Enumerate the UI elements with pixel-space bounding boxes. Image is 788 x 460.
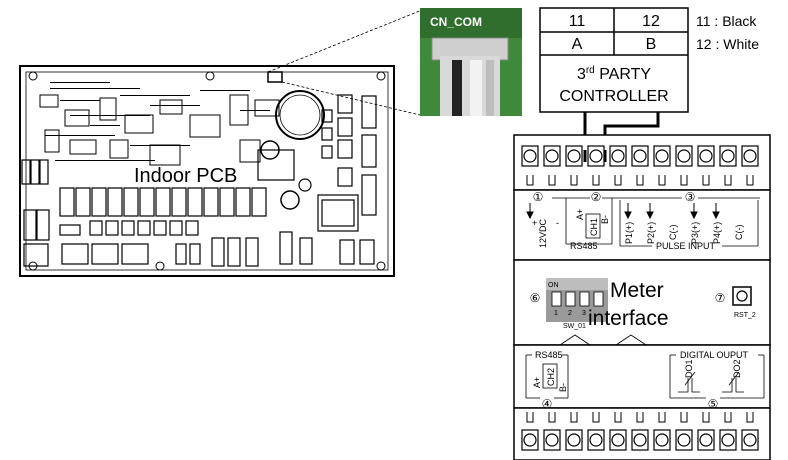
indoor-pcb: Indoor PCB [19, 65, 395, 277]
label-plus: + [532, 218, 537, 228]
label-a-plus-1: A+ [575, 209, 585, 220]
label-c2: C(-) [734, 225, 744, 241]
label-c1: C(-) [668, 225, 678, 241]
wire-terminations [583, 150, 607, 162]
marker-2: ② [591, 190, 602, 204]
label-a-plus-2: A+ [532, 377, 542, 388]
label-digital-output: DIGITAL OUPUT [680, 350, 749, 360]
label-ch1: CH1 [589, 218, 599, 236]
terminal-table: 11 12 A B 3rd PARTY CONTROLLER [539, 7, 689, 113]
reset-button [732, 286, 752, 306]
dip-switch: ON 1 2 3 SW_01 [546, 278, 608, 330]
table-cell-a: A [572, 36, 583, 53]
callout-lines [267, 9, 423, 116]
label-minus: - [556, 218, 559, 228]
dip-on-label: ON [548, 282, 559, 289]
label-rs485-top: RS485 [570, 241, 598, 251]
table-cell-11: 11 [569, 13, 586, 30]
label-p4: P4(+) [712, 222, 722, 244]
label-pulse-input: PULSE INPUT [656, 241, 716, 251]
label-p3: P3(+) [690, 222, 700, 244]
marker-6: ⑥ [530, 291, 541, 305]
label-do2: DO2 [732, 359, 742, 378]
pcb-label: Indoor PCB [134, 165, 237, 187]
controller-label-line2: CONTROLLER [559, 88, 668, 105]
top-terminal-screws [521, 145, 759, 167]
meter-label-line2: interface [588, 307, 669, 330]
label-rs485-bottom: RS485 [535, 350, 563, 360]
bottom-terminal-screws [521, 429, 759, 451]
dip-num-2: 2 [568, 310, 572, 317]
table-cell-12: 12 [642, 13, 660, 30]
marker-7: ⑦ [715, 291, 726, 305]
marker-1: ① [533, 190, 544, 204]
label-p2: P2(+) [646, 222, 656, 244]
marker-4: ④ [542, 397, 553, 411]
legend-line-2: 12 : White [696, 36, 759, 52]
label-do1: DO1 [684, 359, 694, 378]
reset-label: RST_2 [734, 312, 756, 319]
table-cell-b: B [646, 36, 657, 53]
meter-label-line1: Meter [610, 279, 664, 302]
wire-legend: 11 : Black 12 : White [696, 13, 759, 52]
dip-num-1: 1 [554, 310, 558, 317]
dip-num-3: 3 [582, 310, 586, 317]
label-ch2: CH2 [546, 368, 556, 386]
legend-line-1: 11 : Black [696, 13, 757, 29]
label-p1: P1(+) [624, 222, 634, 244]
connector-photo: CN_COM [420, 8, 522, 116]
meter-interface: ① ② ③ + - 12VDC A+ CH1 B- RS485 P1(+) P2… [513, 134, 771, 460]
label-12vdc: 12VDC [538, 218, 548, 248]
connector-photo-label: CN_COM [430, 15, 482, 29]
marker-3: ③ [685, 190, 696, 204]
dip-name: SW_01 [563, 323, 586, 330]
controller-label-line1: 3rd PARTY [577, 65, 651, 83]
label-b-minus-1: B- [600, 215, 610, 224]
marker-5: ⑤ [708, 397, 719, 411]
label-b-minus-2: B- [558, 383, 568, 392]
